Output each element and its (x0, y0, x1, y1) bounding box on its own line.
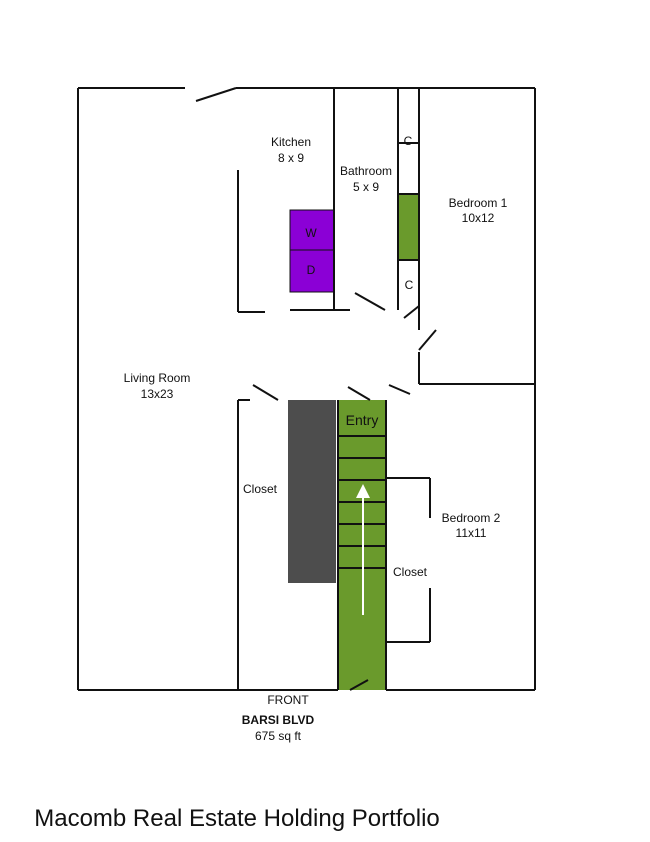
entry-door (347, 386, 371, 401)
bedroom2-size: 11x11 (456, 526, 487, 540)
up-arrow-icon (356, 484, 370, 615)
closet-right-label: Closet (393, 565, 428, 579)
bathroom-green-block (399, 194, 419, 260)
bedroom1-size: 10x12 (462, 211, 495, 225)
bathroom-name: Bathroom (340, 164, 392, 178)
closet-left-label: Closet (243, 482, 278, 496)
closet-c-top: C (404, 134, 413, 148)
doors (195, 87, 437, 691)
square-footage: 675 sq ft (255, 729, 302, 743)
dryer-box (289, 249, 335, 293)
closet-door (403, 305, 420, 319)
bathroom-size: 5 x 9 (353, 180, 379, 194)
bedroom2-door (388, 384, 411, 395)
closet-c-bottom: C (405, 278, 414, 292)
kitchen-size: 8 x 9 (278, 151, 304, 165)
front-door-top (195, 87, 237, 102)
washer-label: W (305, 226, 317, 240)
bedroom1-door (418, 329, 437, 351)
dark-block (288, 400, 336, 583)
dryer-label: D (307, 263, 316, 277)
bedroom1-name: Bedroom 1 (449, 196, 508, 210)
front-label: FRONT (267, 693, 309, 707)
watermark: Macomb Real Estate Holding Portfolio (34, 805, 440, 832)
bathroom-door (354, 292, 386, 311)
living-room-size: 13x23 (141, 387, 174, 401)
closet-left-door (252, 384, 279, 401)
street-name: BARSI BLVD (242, 713, 315, 727)
living-room-name: Living Room (124, 371, 191, 385)
kitchen-name: Kitchen (271, 135, 311, 149)
front-door-bottom (349, 679, 369, 691)
entry-label: Entry (346, 412, 379, 428)
bedroom2-name: Bedroom 2 (442, 511, 501, 525)
